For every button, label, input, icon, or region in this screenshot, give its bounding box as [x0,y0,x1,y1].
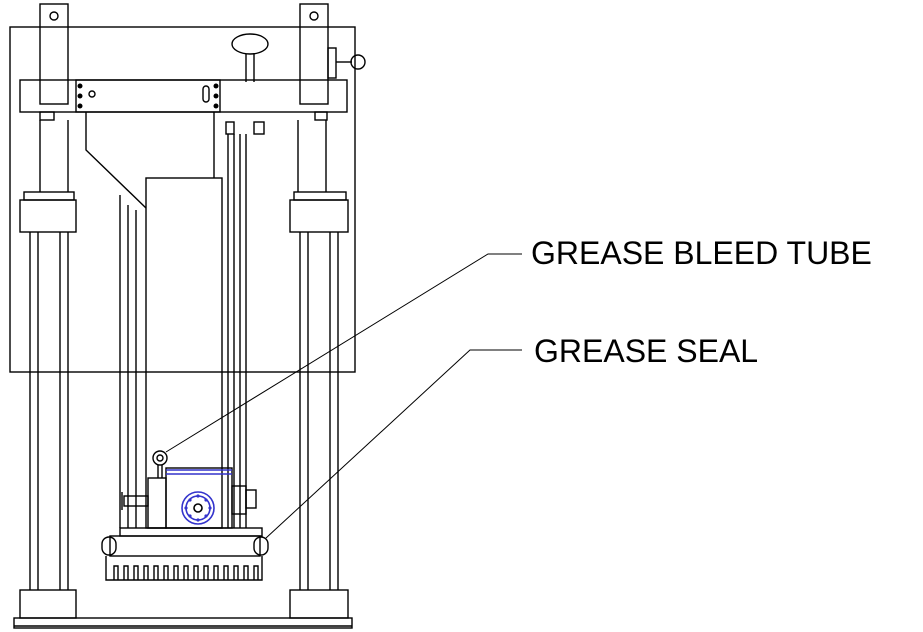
guide-rods [119,134,247,528]
base-plate [109,527,263,557]
leader-lines [165,253,522,539]
left-cylinder [19,120,77,619]
comb-fins [105,556,263,581]
left-stop-block [39,111,55,121]
grease-bleed-tube-fitting [152,450,168,478]
hanger-bracket [85,112,215,209]
guide-block-a [225,121,235,135]
crossbar-bracket [75,79,221,113]
oval-knob [231,33,269,82]
right-stop-block [314,111,328,121]
crossbar-hole [88,90,96,98]
back-plate [9,26,356,373]
grease-seal-label: GREASE SEAL [534,333,758,369]
top-crossbar [19,79,348,113]
right-top-tab [299,3,329,105]
crossbar-bolts [77,83,219,109]
left-top-tab [39,3,69,105]
crossbar-slot [202,85,210,103]
leader-grease-seal [265,349,522,539]
bottom-base [13,617,353,629]
leader-grease-bleed-tube [165,253,522,453]
side-lever [327,47,366,79]
guide-block-b [253,121,265,135]
right-cylinder [289,120,349,619]
grease-seal [101,536,269,556]
grease-bleed-tube-label: GREASE BLEED TUBE [531,235,872,271]
flange-bolts [184,494,212,522]
pump-housing [121,467,257,529]
